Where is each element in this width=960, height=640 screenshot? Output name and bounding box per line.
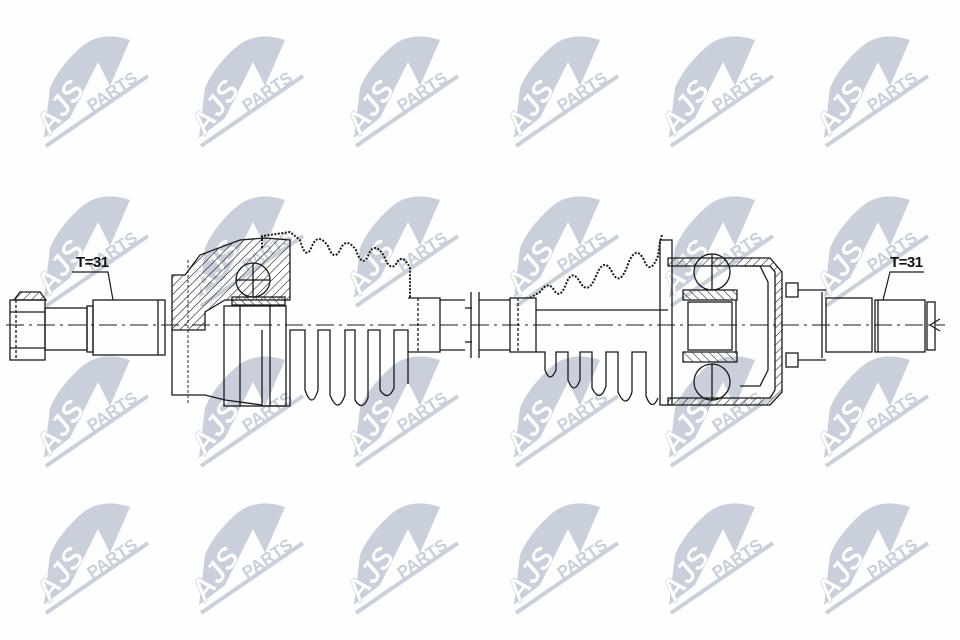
left-spline-teeth-label: T=31	[76, 254, 109, 271]
left-spline	[92, 299, 166, 356]
right-stub	[785, 282, 941, 368]
inner-boot	[529, 234, 668, 406]
outer-boot	[261, 230, 441, 407]
right-spline	[874, 299, 926, 353]
left-nut	[9, 291, 48, 361]
inner-tripod-joint	[659, 239, 783, 406]
outer-cv-joint	[171, 237, 291, 407]
right-spline-teeth-label: T=31	[890, 254, 923, 271]
threaded-stub	[44, 307, 88, 351]
shaft-break	[470, 292, 480, 358]
